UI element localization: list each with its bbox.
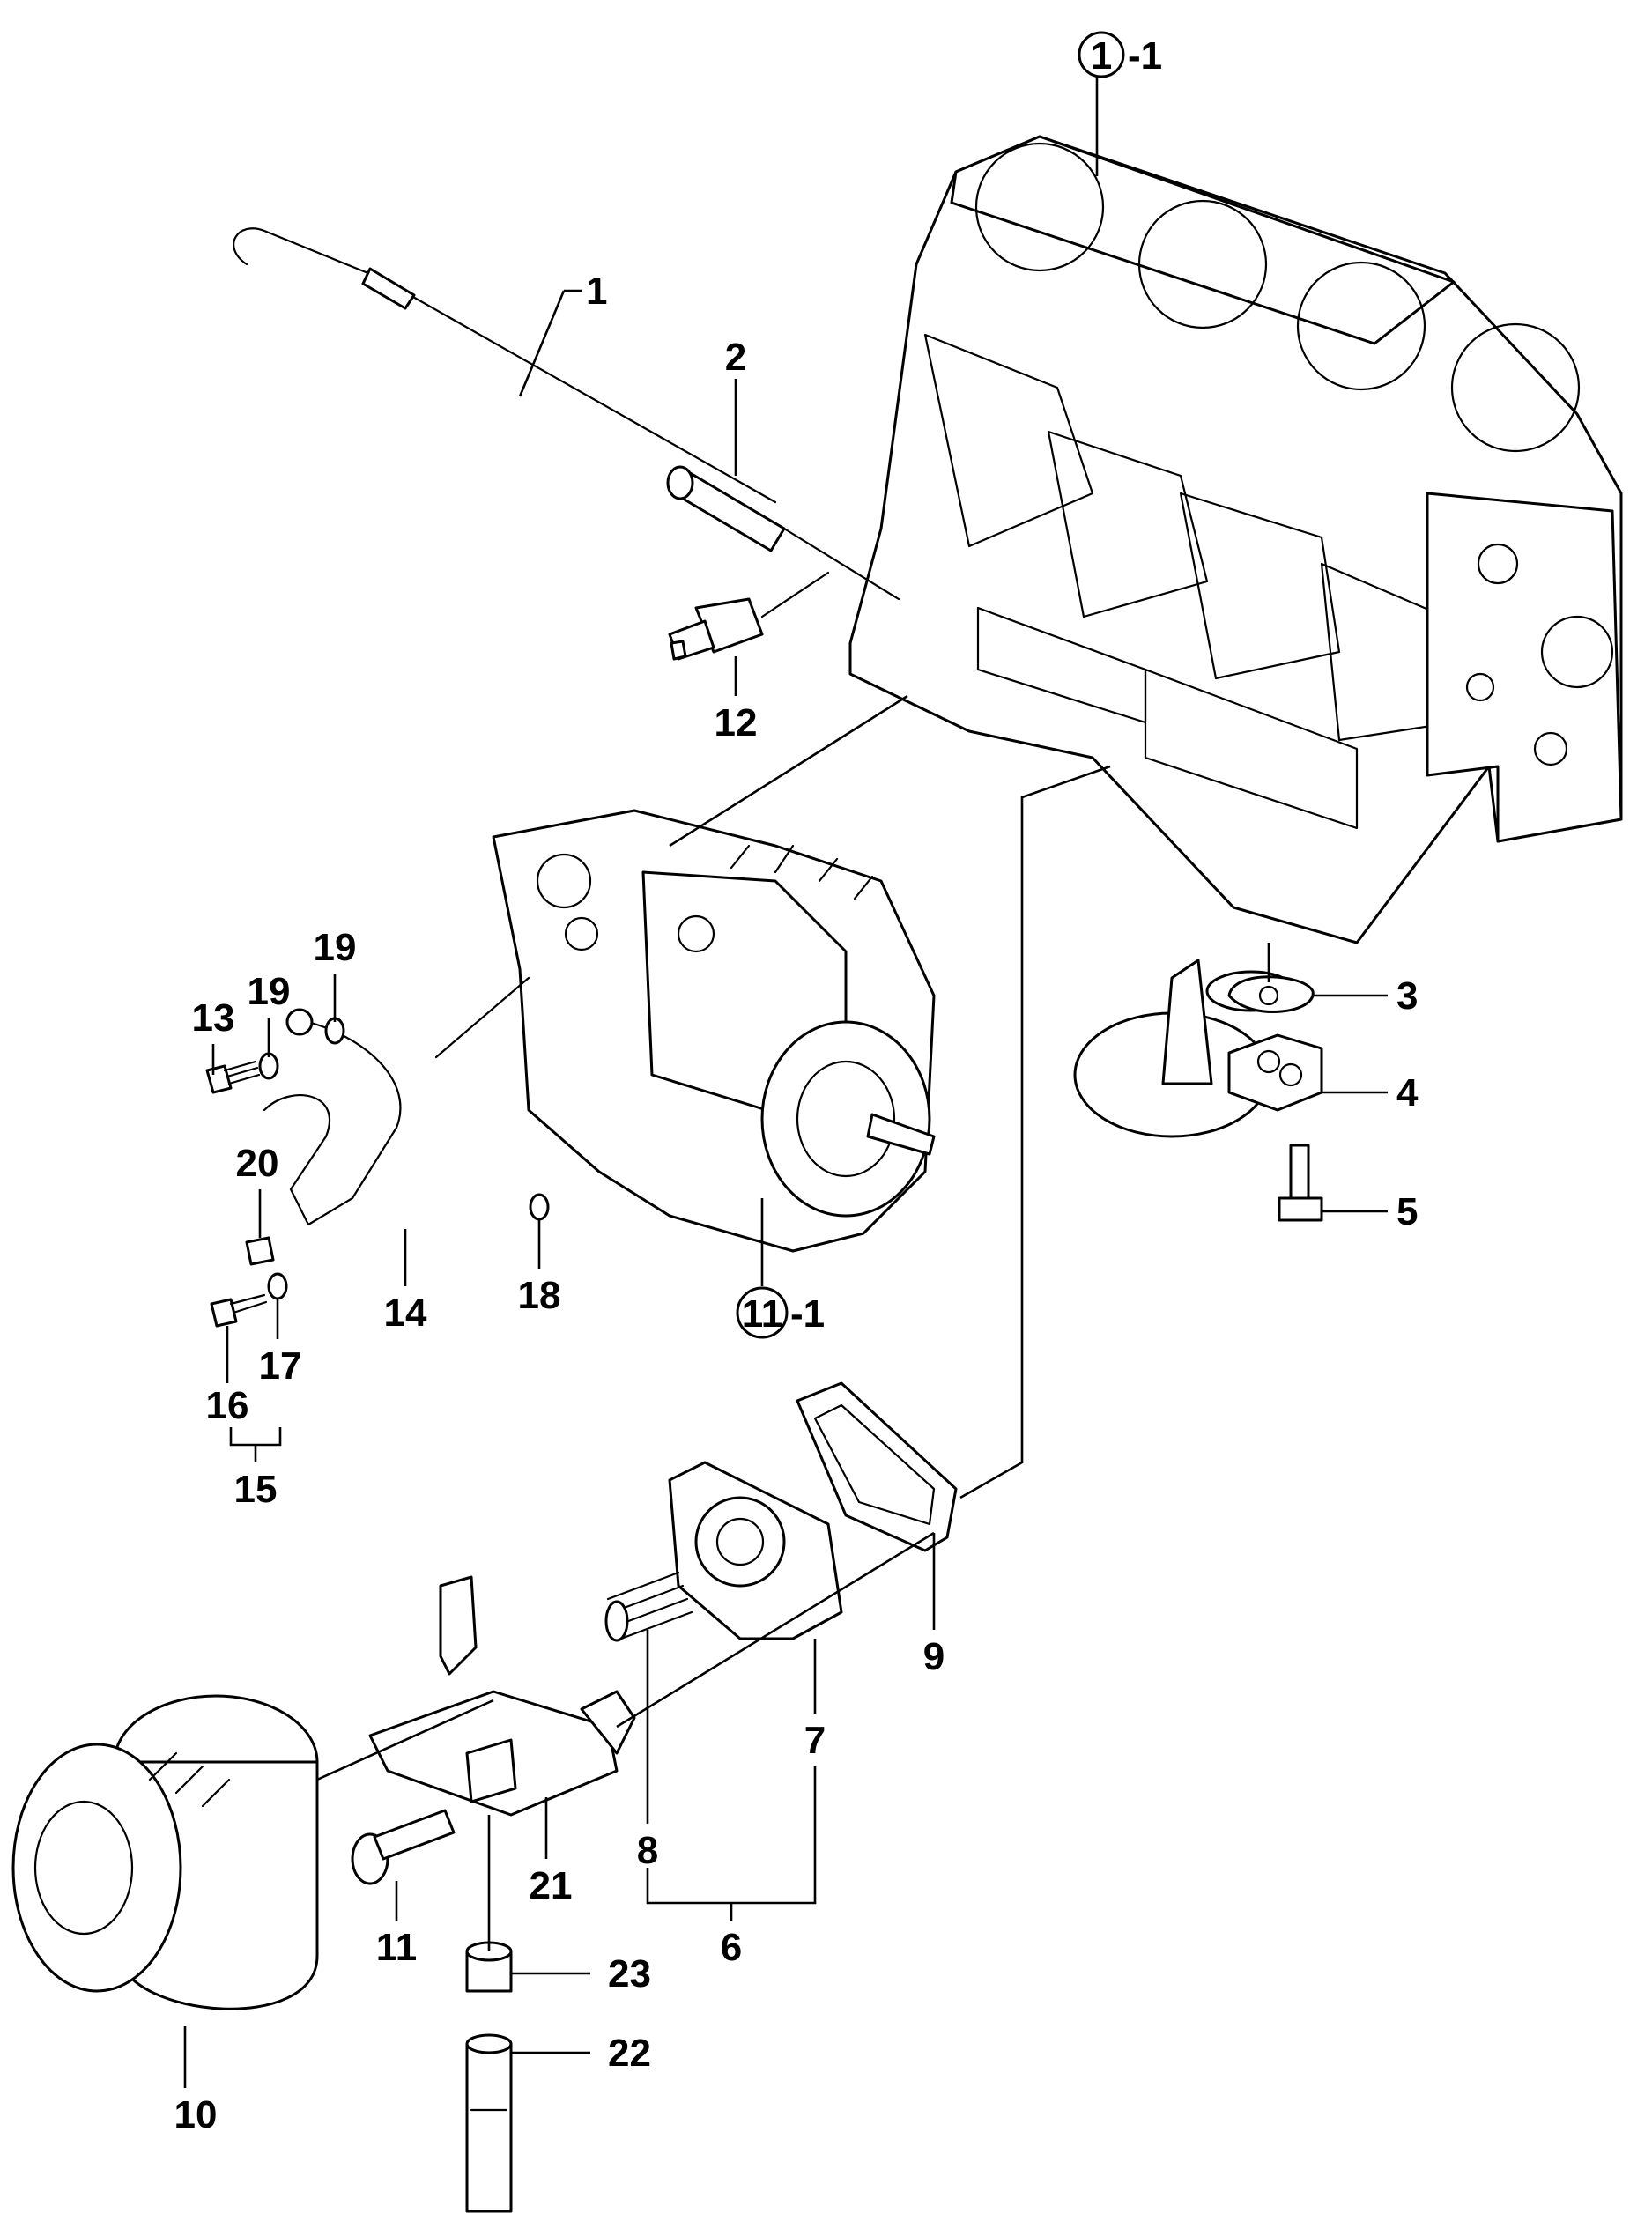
mounting-bolt-11 <box>351 1809 456 1885</box>
ref-injection-pump-number: 11 <box>742 1292 783 1336</box>
ref-cylinder-block-suffix: -1 <box>1128 34 1162 78</box>
ref-injection-pump-suffix: -1 <box>790 1292 825 1336</box>
strainer-flange-block <box>1227 1033 1323 1112</box>
callout-labels: 1 2 3 4 5 6 7 8 9 10 11 12 13 14 15 16 1… <box>174 270 1419 2136</box>
oil-pressure-switch <box>668 571 830 661</box>
callout-5: 5 <box>1396 1190 1418 1233</box>
callout-12: 12 <box>715 701 758 744</box>
callout-23: 23 <box>608 1952 651 1995</box>
ref-cylinder-block: 1 -1 <box>1078 31 1162 78</box>
callout-7: 7 <box>804 1719 826 1762</box>
ref-cylinder-block-number: 1 <box>1091 34 1112 78</box>
fuel-injection-pump <box>492 809 936 1253</box>
callout-13: 13 <box>192 996 235 1040</box>
callout-21: 21 <box>530 1864 573 1907</box>
callout-15: 15 <box>234 1468 278 1511</box>
ref-injection-pump: 11 -1 <box>736 1286 825 1339</box>
callout-19-lower: 19 <box>248 970 291 1013</box>
filter-bracket-plate <box>368 1575 636 1817</box>
callout-10: 10 <box>174 2093 218 2136</box>
washers-17-18-19-20 <box>245 1017 550 1300</box>
callout-19-upper: 19 <box>314 926 357 969</box>
callout-14: 14 <box>384 1292 427 1335</box>
callout-16: 16 <box>206 1384 249 1427</box>
callout-8: 8 <box>637 1829 658 1872</box>
callout-17: 17 <box>259 1344 302 1388</box>
relief-valve-spring <box>604 1571 693 1642</box>
strainer-gasket <box>1227 975 1315 1013</box>
oil-filter-bracket <box>668 1461 843 1640</box>
callout-22: 22 <box>608 2032 651 2075</box>
callout-9: 9 <box>923 1635 945 1678</box>
bolt-16 <box>210 1293 268 1328</box>
callout-18: 18 <box>518 1274 561 1317</box>
oil-dipstick <box>233 227 777 504</box>
drain-hose <box>465 2033 513 2213</box>
callout-4: 4 <box>1396 1071 1419 1114</box>
dipstick-guide-tube <box>666 465 900 601</box>
banjo-bolt-13 <box>205 1060 261 1094</box>
callout-1: 1 <box>586 270 607 313</box>
strainer-bolt <box>1278 1144 1323 1222</box>
oil-filter-gasket <box>796 1381 958 1552</box>
callout-20: 20 <box>236 1142 279 1185</box>
callout-6: 6 <box>721 1926 742 1969</box>
leader-lines <box>183 75 1388 2088</box>
cylinder-block <box>848 135 1623 944</box>
callout-2: 2 <box>725 336 746 379</box>
callout-11: 11 <box>376 1926 418 1969</box>
callout-3: 3 <box>1396 974 1418 1018</box>
fuel-return-pipe <box>263 976 530 1226</box>
oil-filter-cartridge <box>11 1694 319 2010</box>
